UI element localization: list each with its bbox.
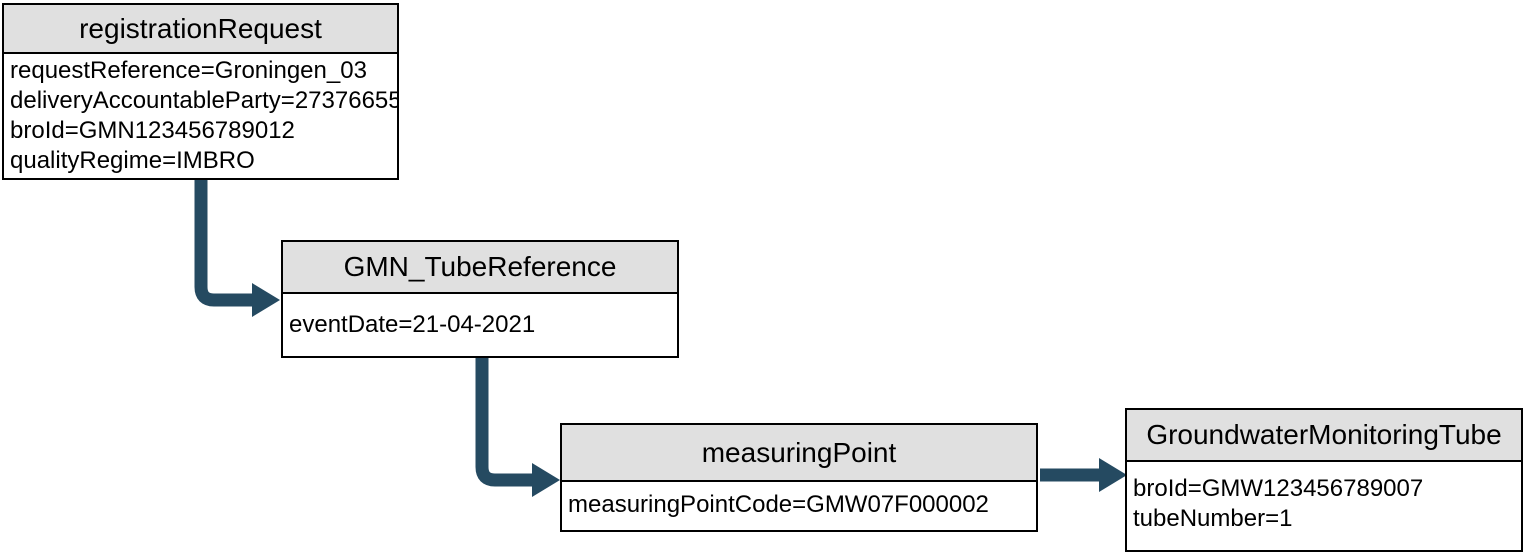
node-registration-request: registrationRequest requestReference=Gro… [2, 3, 399, 180]
node-registration-request-title: registrationRequest [4, 5, 397, 54]
attribute-measuring-point-code: measuringPointCode=GMW07F000002 [568, 491, 989, 518]
edge-measuringpoint-to-tube-arrowhead-icon [1099, 458, 1127, 492]
node-gmn-tube-reference: GMN_TubeReference eventDate=21-04-2021 [281, 240, 679, 358]
edge-tubereference-to-measuringpoint-line [475, 356, 533, 487]
edge-registration-to-tubereference-arrowhead-icon [252, 283, 280, 317]
node-gmn-tube-reference-title: GMN_TubeReference [283, 242, 677, 294]
edge-registration-to-tubereference-line [194, 178, 253, 307]
edge-tubereference-to-measuringpoint-arrowhead-icon [532, 463, 560, 497]
node-measuring-point-body: measuringPointCode=GMW07F000002 [562, 482, 1036, 530]
attribute-quality-regime: qualityRegime=IMBRO [10, 147, 255, 174]
attribute-delivery-accountable-party: deliveryAccountableParty=27376655 [10, 87, 397, 114]
attribute-tube-number: tubeNumber=1 [1133, 505, 1293, 532]
attribute-bro-id: broId=GMN123456789012 [10, 117, 295, 144]
node-groundwater-monitoring-tube: GroundwaterMonitoringTube broId=GMW12345… [1125, 408, 1523, 552]
node-registration-request-body: requestReference=Groningen_03 deliveryAc… [4, 54, 397, 178]
node-measuring-point: measuringPoint measuringPointCode=GMW07F… [560, 423, 1038, 532]
attribute-tube-bro-id: broId=GMW123456789007 [1133, 475, 1424, 502]
node-measuring-point-title: measuringPoint [562, 425, 1036, 482]
attribute-event-date: eventDate=21-04-2021 [289, 311, 536, 338]
attribute-request-reference: requestReference=Groningen_03 [10, 57, 367, 84]
node-gmn-tube-reference-body: eventDate=21-04-2021 [283, 294, 677, 356]
node-groundwater-monitoring-tube-title: GroundwaterMonitoringTube [1127, 410, 1521, 462]
node-groundwater-monitoring-tube-body: broId=GMW123456789007 tubeNumber=1 [1127, 462, 1521, 550]
